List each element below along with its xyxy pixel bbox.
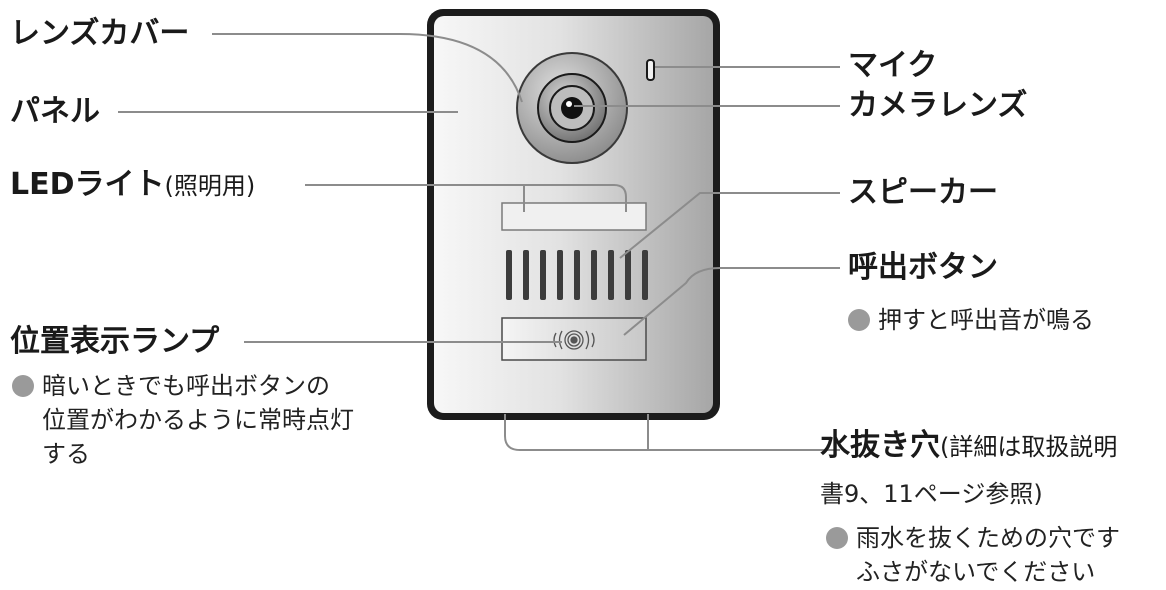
speaker-text: スピーカー bbox=[848, 175, 998, 210]
lens-highlight bbox=[566, 101, 572, 107]
panel-text: パネル bbox=[10, 94, 100, 129]
led-light bbox=[501, 202, 647, 231]
leader-lines bbox=[118, 33, 840, 451]
speaker-slot bbox=[574, 250, 580, 300]
speaker-slot bbox=[625, 250, 631, 300]
label-drain-hole: 水抜き穴(詳細は取扱説明 bbox=[820, 428, 1117, 465]
drain-hole-text: 水抜き穴 bbox=[820, 428, 940, 463]
position-lamp-text: 位置表示ランプ bbox=[10, 324, 220, 359]
label-camera-lens: カメラレンズ bbox=[848, 88, 1027, 124]
speaker-slot bbox=[540, 250, 546, 300]
position-lamp-note-2: 位置がわかるように常時点灯 bbox=[42, 406, 354, 434]
lens-cover-text: レンズカバー bbox=[10, 16, 190, 51]
leader-lens-cover bbox=[212, 33, 523, 103]
note-call-button: 押すと呼出音が鳴る bbox=[848, 303, 1094, 337]
leader-drain-hole bbox=[504, 414, 840, 451]
label-lens-cover: レンズカバー bbox=[10, 16, 189, 52]
bullet-icon bbox=[826, 527, 848, 549]
speaker-slot bbox=[557, 250, 563, 300]
speaker-slot bbox=[523, 250, 529, 300]
speaker-grille bbox=[506, 250, 648, 300]
camera-lens-text: カメラレンズ bbox=[848, 88, 1028, 123]
speaker-slot bbox=[591, 250, 597, 300]
call-button-text: 呼出ボタン bbox=[848, 250, 998, 285]
label-panel: パネル bbox=[10, 94, 100, 130]
leader-speaker bbox=[619, 192, 840, 259]
speaker-slot bbox=[642, 250, 648, 300]
mic bbox=[646, 59, 655, 81]
label-position-lamp: 位置表示ランプ bbox=[10, 324, 219, 360]
drain-hole-sub-2: 書9、11ページ参照) bbox=[820, 480, 1043, 508]
camera-lens bbox=[561, 97, 583, 119]
bullet-icon bbox=[12, 375, 34, 397]
position-lamp-note-3: する bbox=[42, 440, 90, 468]
drain-hole-sub-1: (詳細は取扱説明 bbox=[940, 433, 1118, 461]
intercom-device bbox=[427, 9, 720, 420]
bullet-icon bbox=[848, 309, 870, 331]
position-lamp-note-1: 暗いときでも呼出ボタンの bbox=[42, 372, 330, 400]
note-position-lamp: 暗いときでも呼出ボタンの 位置がわかるように常時点灯 する bbox=[12, 369, 354, 471]
label-mic: マイク bbox=[848, 48, 937, 84]
call-button-note: 押すと呼出音が鳴る bbox=[878, 306, 1094, 334]
drain-hole-sub-line: 書9、11ページ参照) bbox=[820, 477, 1043, 511]
position-lamp bbox=[553, 330, 595, 350]
speaker-slot bbox=[608, 250, 614, 300]
led-light-text: LEDライト bbox=[10, 167, 165, 202]
note-drain-hole: 雨水を抜くための穴です ふさがないでください bbox=[826, 521, 1120, 589]
label-call-button: 呼出ボタン bbox=[848, 250, 998, 286]
drain-note-1: 雨水を抜くための穴です bbox=[856, 524, 1120, 552]
label-led-light: LEDライト(照明用) bbox=[10, 167, 255, 204]
mic-text: マイク bbox=[848, 48, 938, 83]
leader-call-button bbox=[623, 267, 840, 336]
label-speaker: スピーカー bbox=[848, 175, 998, 211]
drain-note-2: ふさがないでください bbox=[856, 558, 1096, 586]
led-light-sub: (照明用) bbox=[164, 172, 256, 200]
leader-led-light bbox=[305, 184, 627, 212]
speaker-slot bbox=[506, 250, 512, 300]
